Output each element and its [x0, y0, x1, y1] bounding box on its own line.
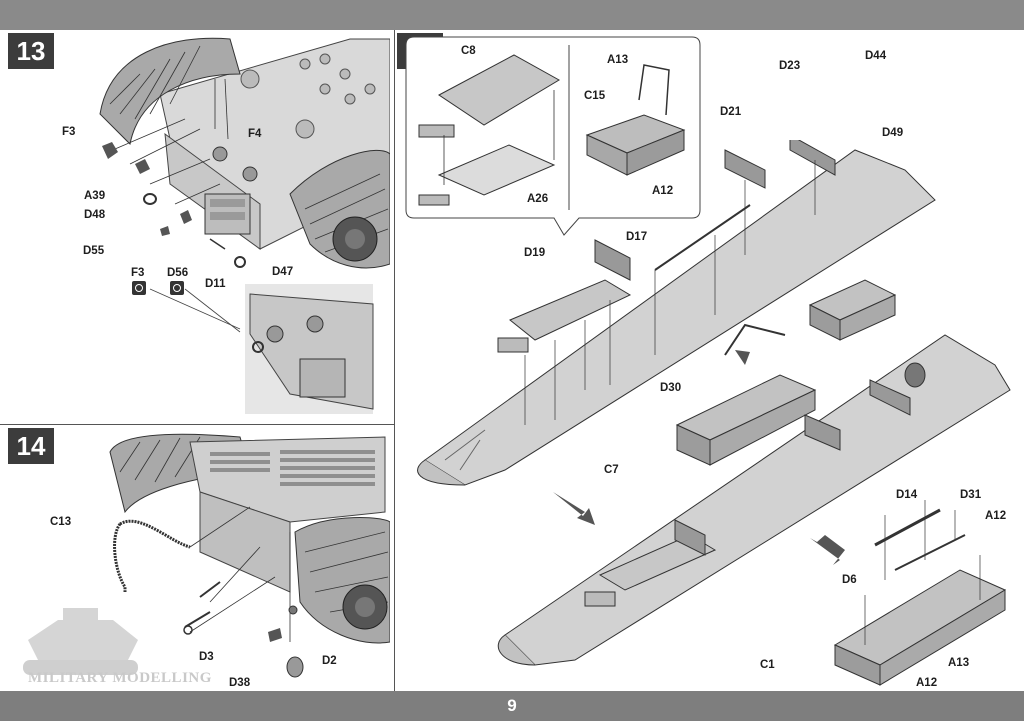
label-d55: D55 [83, 245, 105, 257]
label-d31: D31 [960, 489, 982, 501]
panel-divider-vertical [394, 30, 395, 691]
label-d56: D56 [167, 267, 189, 279]
label-d23: D23 [779, 60, 801, 72]
label-a12-bottom: A12 [916, 677, 938, 689]
label-a26: A26 [527, 193, 549, 205]
label-a13: A13 [607, 54, 629, 66]
label-d3: D3 [199, 651, 214, 663]
step-13-illustration [99, 37, 390, 414]
label-c13: C13 [50, 516, 72, 528]
label-d19: D19 [524, 247, 546, 259]
step-14-illustration [109, 433, 390, 678]
top-bar [0, 0, 1024, 30]
label-d38: D38 [229, 677, 251, 689]
label-c15: C15 [584, 90, 606, 102]
label-d2: D2 [322, 655, 337, 667]
label-c8: C8 [461, 45, 476, 57]
label-a39: A39 [84, 190, 106, 202]
label-f3-symbol: F3 [131, 267, 145, 279]
step-15-main-illustration [417, 140, 1011, 686]
label-c7: C7 [604, 464, 619, 476]
label-d47: D47 [272, 266, 294, 278]
watermark-tank-icon [23, 608, 138, 675]
step-15-detail-callout [405, 36, 701, 236]
label-d11: D11 [205, 278, 226, 290]
watermark-text: MILITARY MODELLING [28, 670, 212, 686]
label-a12-right: A12 [985, 510, 1007, 522]
step-13-badge: 13 [8, 33, 54, 69]
label-a13-bottom: A13 [948, 657, 970, 669]
label-d21: D21 [720, 106, 742, 118]
label-a12: A12 [652, 185, 674, 197]
label-d30: D30 [660, 382, 682, 394]
label-c1: C1 [760, 659, 775, 671]
page-number: 9 [507, 696, 517, 715]
label-f4: F4 [248, 128, 262, 140]
label-f3: F3 [62, 126, 76, 138]
cement-symbol-icon [132, 281, 146, 295]
bottom-bar [0, 691, 1024, 721]
label-d49: D49 [882, 127, 904, 139]
label-d17: D17 [626, 231, 648, 243]
label-d48: D48 [84, 209, 106, 221]
label-d44: D44 [865, 50, 887, 62]
panel-divider-horizontal [0, 424, 394, 425]
cement-symbol-icon [170, 281, 184, 295]
step-14-badge: 14 [8, 428, 54, 464]
label-d6: D6 [842, 574, 857, 586]
label-d14: D14 [896, 489, 918, 501]
